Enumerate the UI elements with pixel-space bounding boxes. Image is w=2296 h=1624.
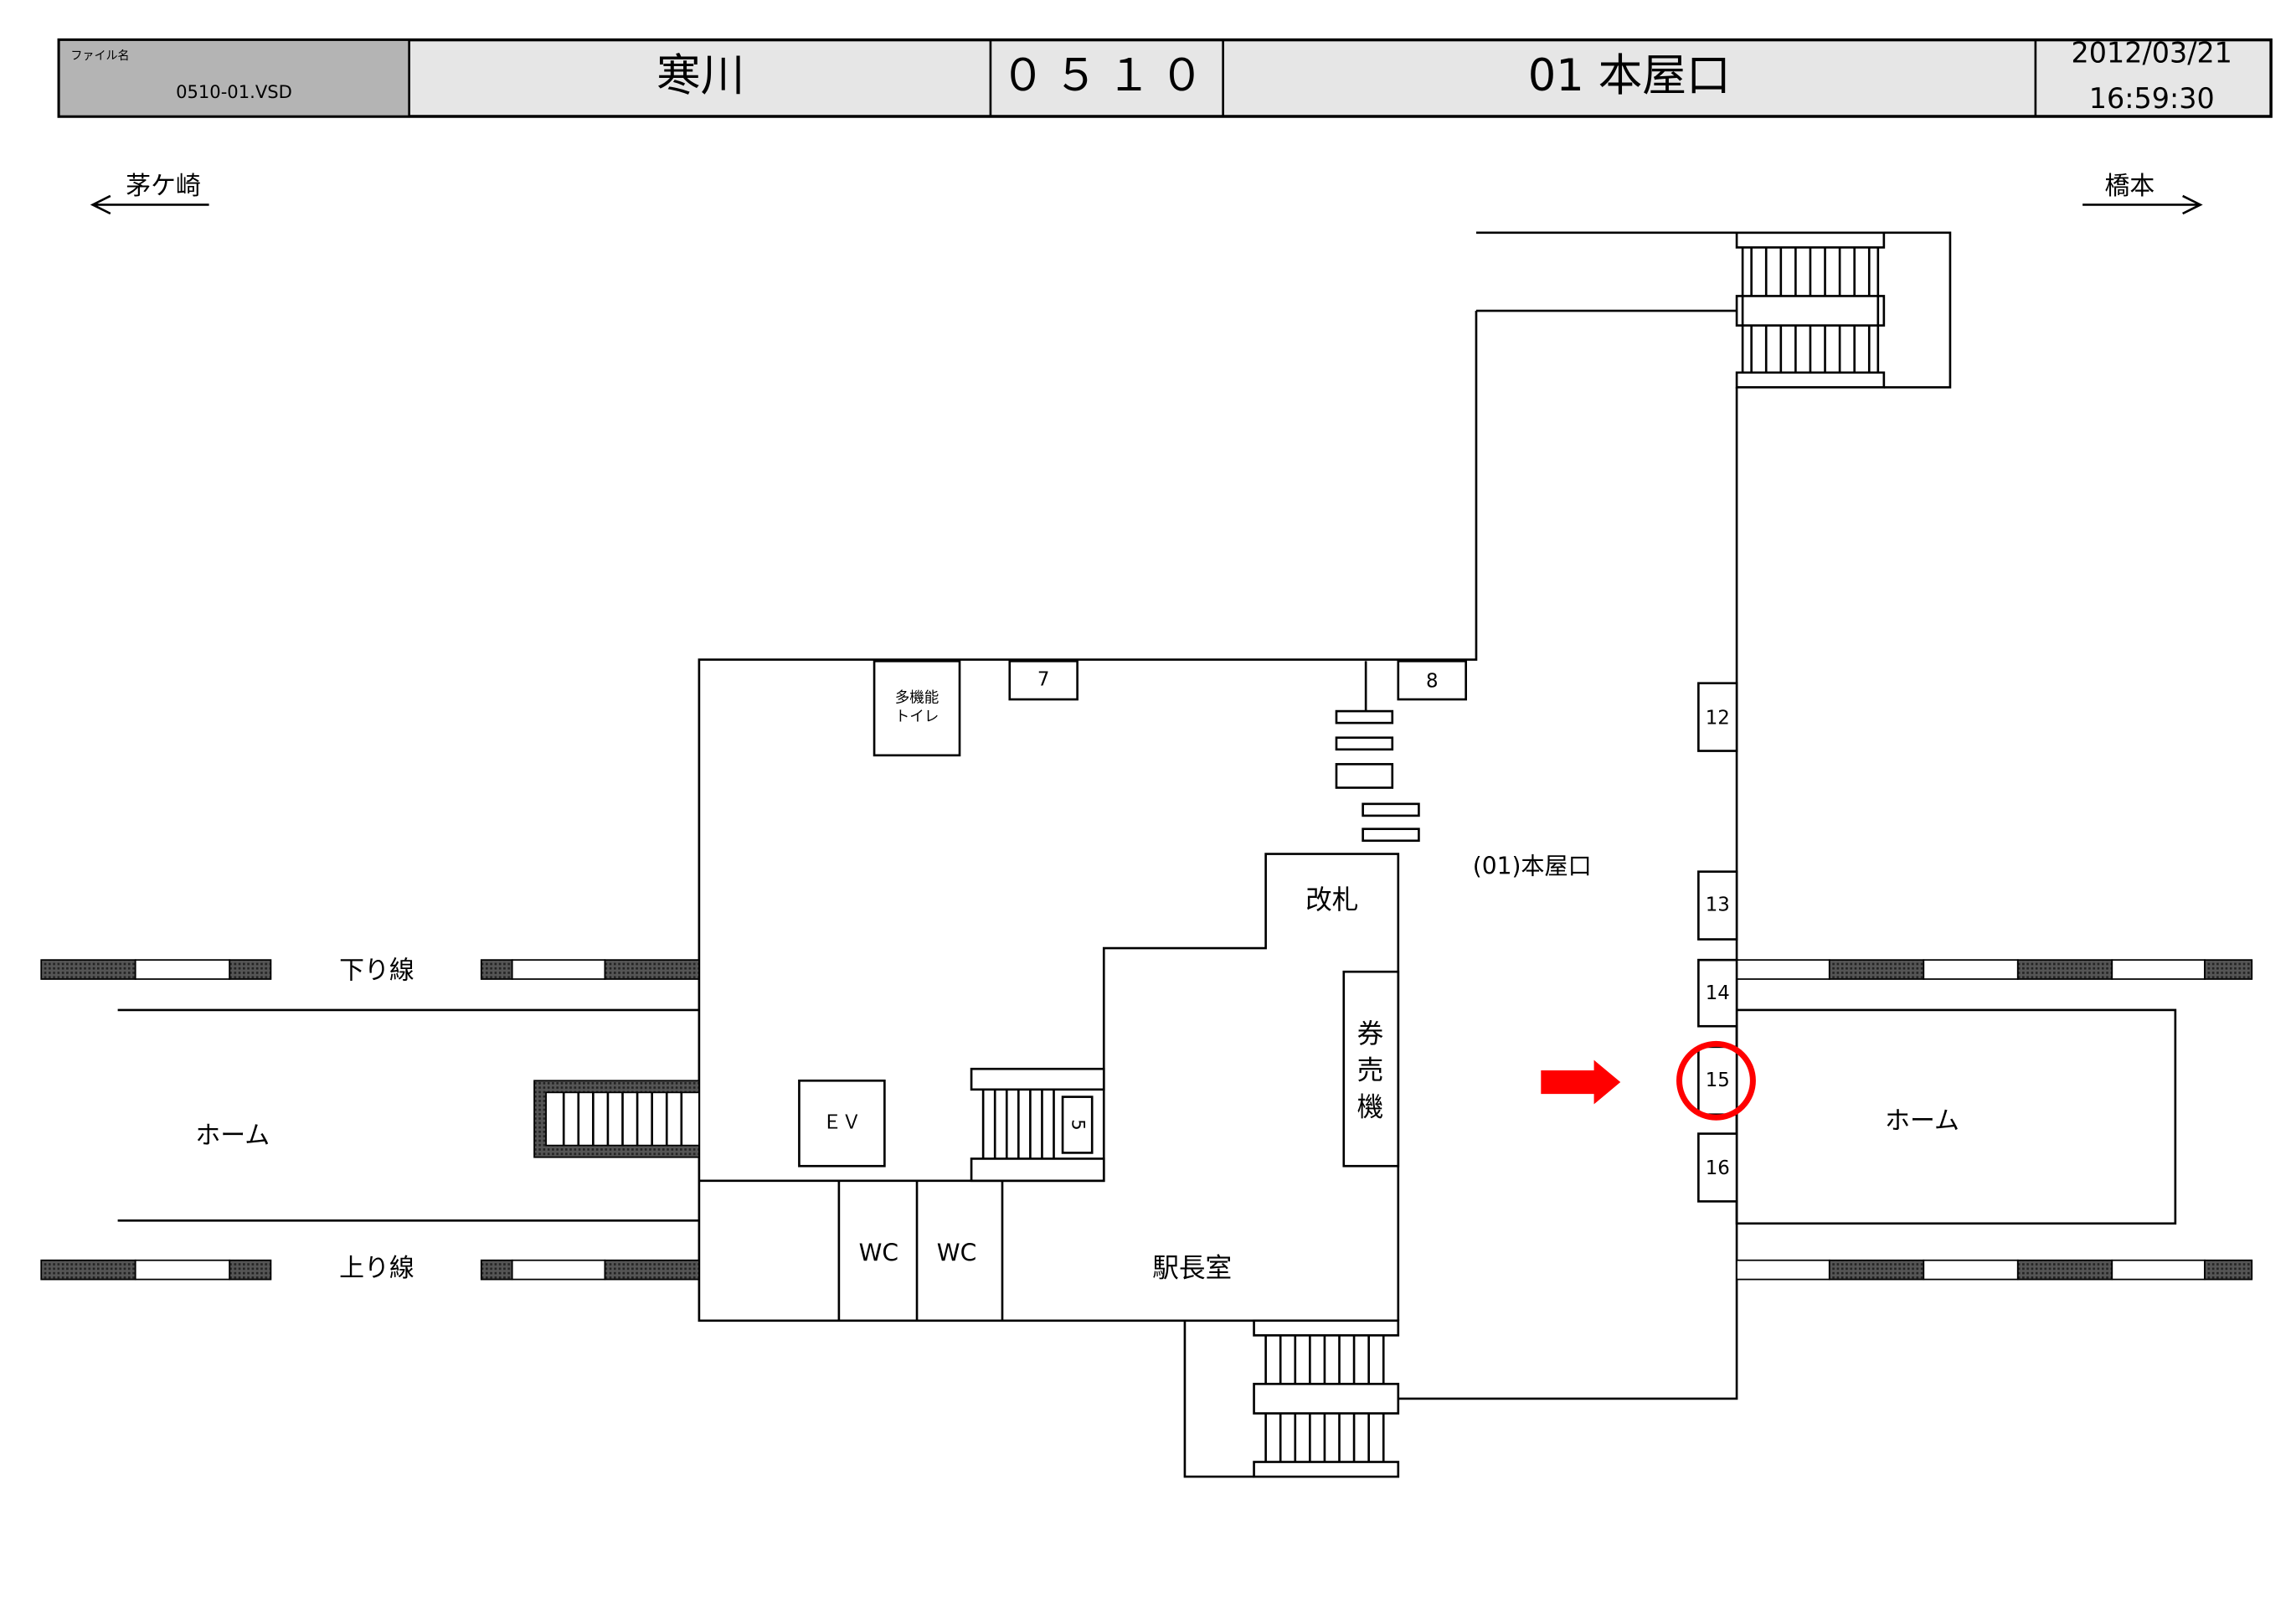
ticket-machine-label-3: 機 <box>1357 1093 1384 1123</box>
station-office-label: 駅長室 <box>1152 1253 1232 1283</box>
ticket-machine: 券 売 機 <box>1342 970 1400 1168</box>
stairs-inner: 5 <box>970 1067 1105 1183</box>
station-name: 寒川 <box>656 50 744 101</box>
marker-15: 15 <box>1706 1070 1730 1091</box>
wc-label-1: WC <box>859 1240 898 1267</box>
wc-label-2: WC <box>937 1240 976 1267</box>
marker-7-box: 7 <box>1008 660 1079 701</box>
marker-7: 7 <box>1037 669 1050 691</box>
elevator-label: ＥＶ <box>823 1112 862 1134</box>
station-code: ０５１０ <box>1001 50 1212 101</box>
elevator: ＥＶ <box>798 1079 886 1168</box>
marker-12: 12 <box>1706 707 1730 729</box>
marker-16-box: 16 <box>1697 1132 1738 1203</box>
ticket-gates <box>1335 709 1420 843</box>
platform-left-label: ホーム <box>195 1121 270 1151</box>
track-up: 上り線 <box>40 1254 2253 1283</box>
track-down: 下り線 <box>40 956 2253 986</box>
ticket-machine-label-2: 売 <box>1357 1056 1384 1086</box>
multi-toilet-label-1: 多機能 <box>895 689 940 706</box>
direction-right: 橋本 <box>2082 172 2203 215</box>
highlight-circle <box>1676 1040 1756 1121</box>
highlight-arrow-icon <box>1541 1059 1621 1105</box>
direction-right-label: 橋本 <box>2104 172 2154 201</box>
marker-14: 14 <box>1706 982 1730 1004</box>
stairs-left-platform <box>533 1080 700 1158</box>
header-bar: ファイル名 0510-01.VSD 寒川 ０５１０ 01 本屋口 2012/03… <box>57 37 2273 118</box>
direction-left: 茅ケ崎 <box>90 172 209 215</box>
file-name-label: ファイル名 <box>70 49 129 63</box>
marker-14-box: 14 <box>1697 958 1738 1028</box>
file-name: 0510-01.VSD <box>176 81 292 102</box>
marker-13-box: 13 <box>1697 870 1738 941</box>
exit-title: 01 本屋口 <box>1528 50 1731 101</box>
ticket-machine-label-1: 券 <box>1357 1019 1384 1049</box>
marker-15-box: 15 <box>1697 1045 1738 1116</box>
marker-8-box: 8 <box>1397 660 1467 701</box>
track-up-label: 上り線 <box>339 1254 414 1283</box>
marker-8: 8 <box>1426 670 1439 692</box>
marker-13: 13 <box>1706 894 1730 916</box>
arrow-right-icon <box>2082 194 2203 215</box>
exit-label: (01)本屋口 <box>1473 852 1592 879</box>
direction-left-label: 茅ケ崎 <box>126 172 201 201</box>
stairs-top-right <box>1735 231 1886 389</box>
time: 16:59:30 <box>2089 82 2215 115</box>
stairs-bottom <box>1253 1319 1400 1478</box>
marker-12-box: 12 <box>1697 682 1738 752</box>
multi-purpose-toilet: 多機能 トイレ <box>873 660 961 757</box>
date: 2012/03/21 <box>2072 37 2232 70</box>
marker-5: 5 <box>1068 1119 1089 1130</box>
marker-16: 16 <box>1706 1157 1730 1179</box>
platform-right <box>1735 1008 2177 1225</box>
arrow-left-icon <box>90 194 209 215</box>
ticket-gate-label: 改札 <box>1305 885 1358 915</box>
multi-toilet-label-2: トイレ <box>895 709 940 725</box>
walls <box>117 231 1952 1478</box>
track-down-label: 下り線 <box>339 956 414 986</box>
platform-right-label: ホーム <box>1885 1106 1959 1136</box>
